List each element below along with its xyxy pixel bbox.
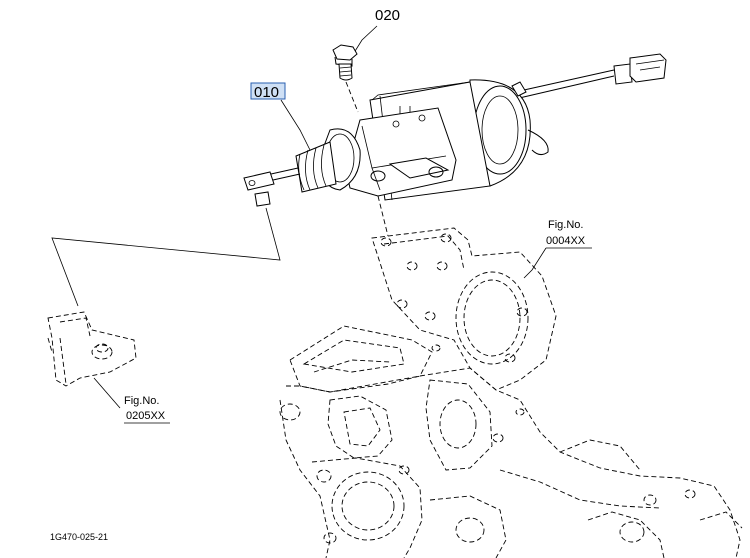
- connector-icon: [514, 53, 667, 100]
- figure-ref-0004[interactable]: Fig.No. 0004XX: [523, 219, 592, 279]
- callout-010-leader: [280, 99, 311, 151]
- callout-010[interactable]: 010: [250, 82, 311, 151]
- gear-case-housing-icon: [279, 227, 743, 558]
- link-leader: [51, 207, 281, 307]
- fig-0004-leader: [523, 247, 547, 279]
- bolt-icon: [332, 44, 359, 113]
- boot-icon: [243, 141, 337, 207]
- callout-010-highlight: [250, 82, 286, 100]
- figure-ref-0205[interactable]: Fig.No. 0205XX: [124, 395, 170, 424]
- lever-bracket-icon: [47, 311, 137, 409]
- drawing-code: 1G470-025-21: [50, 532, 108, 542]
- callout-020-label[interactable]: 020: [375, 7, 400, 24]
- figure-ref-0004-line1: Fig.No.: [548, 219, 583, 231]
- figure-ref-0004-line2[interactable]: 0004XX: [546, 235, 586, 247]
- solenoid-actuator-icon: [317, 79, 549, 237]
- figure-ref-0205-line1: Fig.No.: [124, 395, 159, 407]
- fig-0205-leader: [93, 377, 121, 409]
- callout-020[interactable]: 020: [351, 7, 400, 57]
- figure-ref-0205-line2[interactable]: 0205XX: [126, 410, 166, 422]
- callout-010-label[interactable]: 010: [254, 84, 279, 101]
